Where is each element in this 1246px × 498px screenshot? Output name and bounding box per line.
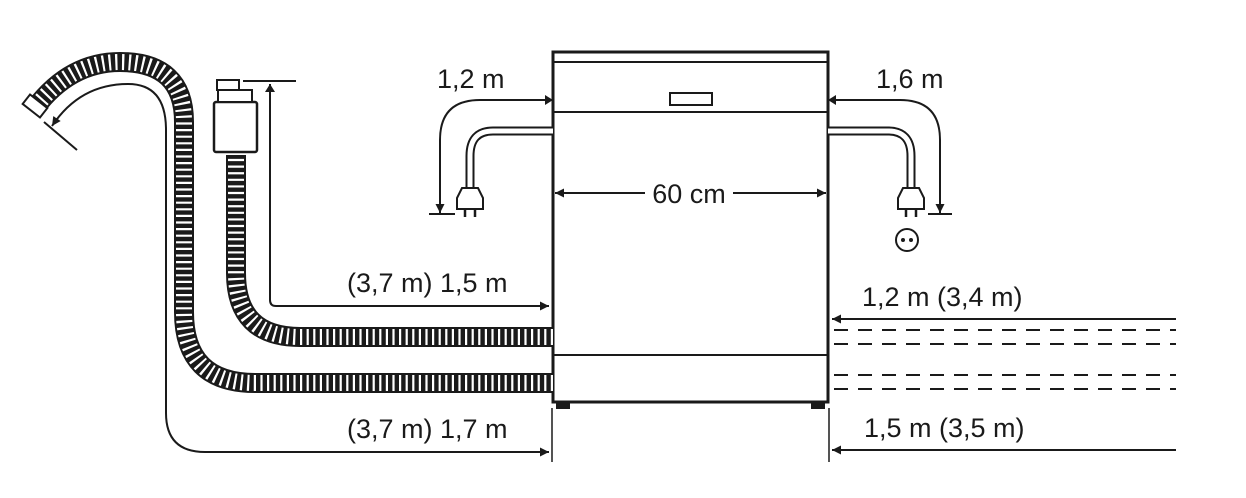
- right-hose-extensions: [834, 329, 1176, 390]
- right-power-cable: [828, 126, 916, 190]
- display-panel: [669, 92, 713, 106]
- power-plug-icon: [897, 187, 925, 217]
- power-plug-icon: [456, 187, 484, 217]
- left-cable-dimension: [429, 95, 553, 215]
- water-valve-icon: [212, 79, 259, 154]
- inlet-hose-label: (3,7 m) 1,5 m: [347, 268, 508, 298]
- width-label: 60 cm: [652, 179, 726, 209]
- right-cable-label: 1,6 m: [876, 64, 944, 94]
- inlet-hose: [226, 155, 553, 347]
- right-foot: [811, 402, 825, 409]
- dishwasher-outline: [551, 50, 830, 404]
- right-cable-dimension: [828, 95, 952, 215]
- dishwasher: [551, 50, 830, 409]
- drain-hose-label: (3,7 m) 1,7 m: [347, 414, 508, 444]
- power-socket-icon: [895, 228, 919, 252]
- left-foot: [556, 402, 570, 409]
- hose-nozzle-icon: [21, 93, 49, 119]
- hose-nozzle-tail: [43, 121, 78, 151]
- right-upper-label: 1,2 m (3,4 m): [862, 282, 1023, 312]
- left-cable-label: 1,2 m: [437, 64, 505, 94]
- drain-hose-dimension: [51, 82, 549, 457]
- right-lower-label: 1,5 m (3,5 m): [864, 413, 1025, 443]
- left-power-cable: [465, 126, 553, 190]
